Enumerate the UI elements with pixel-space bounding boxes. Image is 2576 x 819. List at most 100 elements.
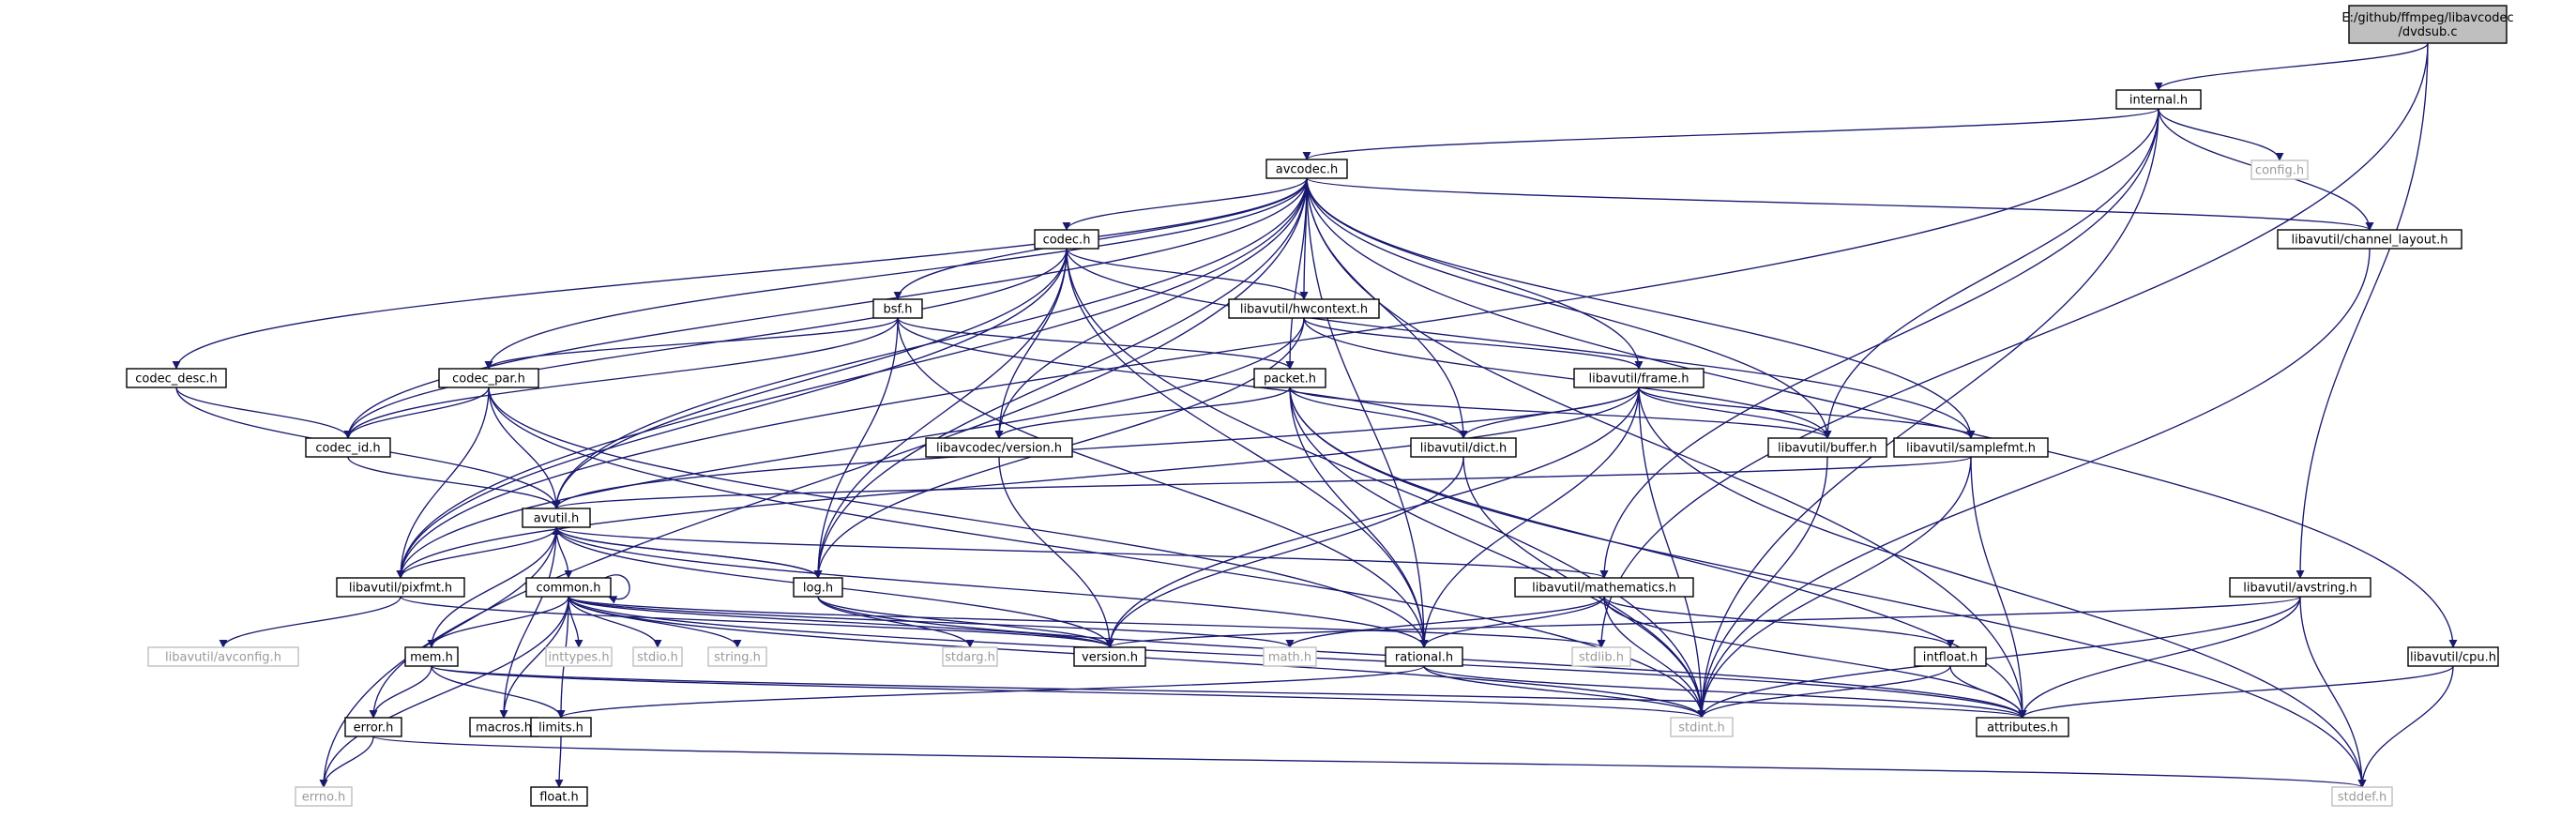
- edge-avutil-to-pixfmt: [396, 526, 557, 579]
- node-hwcontext-box: [1228, 298, 1380, 319]
- edge-internal-to-config: [2158, 108, 2284, 161]
- node-codec-box: [1034, 229, 1099, 250]
- node-string-label: string.h: [714, 651, 761, 665]
- edge-packet-to-attributes: [1289, 387, 2027, 719]
- node-internal[interactable]: internal.h: [2115, 89, 2202, 110]
- node-math-box: [1263, 646, 1317, 667]
- node-pixfmt-box: [336, 577, 465, 598]
- node-stdlib-box: [1571, 646, 1631, 667]
- node-avconfig-label: libavutil/avconfig.h: [165, 651, 281, 665]
- edge-mathematics-to-rational: [1419, 596, 1605, 648]
- edge-samplefmt-to-attributes: [1970, 456, 2027, 719]
- edge-buffer-to-stdint: [1697, 456, 1828, 719]
- edge-packet-to-stddef: [1289, 387, 2367, 788]
- node-log[interactable]: log.h: [793, 577, 843, 598]
- node-stdarg-box: [942, 646, 998, 667]
- edge-avcodec-to-codec: [1062, 177, 1308, 231]
- edge-error-to-stddef: [372, 736, 2366, 788]
- node-pixfmt[interactable]: libavutil/pixfmt.h: [336, 577, 465, 598]
- edge-avcodec-to-codecdesc: [172, 177, 1308, 370]
- node-packet[interactable]: packet.h: [1253, 368, 1326, 388]
- node-frame-box: [1573, 368, 1705, 388]
- node-codecdesc-label: codec_desc.h: [135, 372, 218, 387]
- node-common[interactable]: common.h: [525, 577, 612, 598]
- edge-packet-to-buffer: [1289, 387, 1832, 439]
- node-config: config.h: [2250, 159, 2309, 180]
- node-chlayout[interactable]: libavutil/channel_layout.h: [2277, 229, 2462, 250]
- edge-mem-to-stdint: [431, 665, 1706, 719]
- edge-avcodec-to-codecid: [343, 177, 1308, 439]
- node-avutil[interactable]: avutil.h: [522, 508, 591, 528]
- node-errno-box: [295, 786, 353, 807]
- node-avcversion[interactable]: libavcodec/version.h: [925, 437, 1073, 458]
- node-hwcontext[interactable]: libavutil/hwcontext.h: [1228, 298, 1380, 319]
- node-limits-box: [530, 717, 592, 737]
- node-string-box: [707, 646, 767, 667]
- node-avcodec[interactable]: avcodec.h: [1265, 159, 1348, 179]
- node-dict[interactable]: libavutil/dict.h: [1410, 437, 1517, 458]
- node-avstring[interactable]: libavutil/avstring.h: [2229, 577, 2371, 598]
- node-root[interactable]: E:/github/ffmpeg/libavcodec/dvdsub.c: [2341, 5, 2514, 44]
- node-root-label: /dvdsub.c: [2398, 25, 2457, 39]
- edge-log-to-stdarg: [817, 596, 975, 648]
- node-stdlib: stdlib.h: [1571, 646, 1631, 667]
- edge-internal-to-stdint: [1697, 108, 2159, 719]
- node-avstring-box: [2229, 577, 2371, 598]
- node-float-box: [530, 786, 588, 807]
- node-stdio-label: stdio.h: [637, 651, 678, 665]
- edge-bsf-to-rational: [897, 317, 1429, 648]
- node-avconfig-box: [147, 646, 299, 667]
- node-mem[interactable]: mem.h: [404, 646, 459, 667]
- node-rational[interactable]: rational.h: [1385, 646, 1463, 667]
- edge-mem-to-attributes: [431, 665, 2026, 719]
- node-version[interactable]: version.h: [1073, 646, 1146, 667]
- node-intfloat-label: intfloat.h: [1923, 651, 1978, 665]
- node-cpu-label: libavutil/cpu.h: [2410, 651, 2496, 665]
- edge-rational-to-stdint: [1423, 665, 1706, 719]
- edge-samplefmt-to-stdint: [1697, 456, 1972, 719]
- edge-avcodec-to-avcversion: [994, 177, 1308, 439]
- node-codecid[interactable]: codec_id.h: [305, 437, 391, 458]
- node-common-box: [525, 577, 612, 598]
- edge-avstring-to-attributes: [2018, 596, 2301, 719]
- node-avcversion-label: libavcodec/version.h: [936, 442, 1062, 456]
- node-frame[interactable]: libavutil/frame.h: [1573, 368, 1705, 388]
- node-stdio-box: [632, 646, 683, 667]
- edge-avcodec-to-chlayout: [1306, 177, 2374, 231]
- node-float[interactable]: float.h: [530, 786, 588, 807]
- node-avcodec-label: avcodec.h: [1276, 163, 1339, 177]
- edge-packet-to-dict: [1289, 387, 1468, 439]
- node-codecpar[interactable]: codec_par.h: [438, 368, 539, 388]
- node-codecpar-box: [438, 368, 539, 388]
- node-samplefmt[interactable]: libavutil/samplefmt.h: [1893, 437, 2049, 458]
- node-string: string.h: [707, 646, 767, 667]
- node-inttypes-label: inttypes.h: [548, 651, 609, 665]
- node-stdarg-label: stdarg.h: [945, 651, 995, 665]
- node-mathematics[interactable]: libavutil/mathematics.h: [1514, 577, 1694, 598]
- node-macros[interactable]: macros.h: [469, 717, 538, 737]
- node-codecdesc[interactable]: codec_desc.h: [126, 368, 227, 388]
- edge-hwcontext-to-pixfmt: [396, 317, 1305, 579]
- node-log-label: log.h: [803, 582, 833, 596]
- node-error[interactable]: error.h: [344, 717, 402, 737]
- edge-common-to-stdio: [568, 596, 662, 648]
- node-limits[interactable]: limits.h: [530, 717, 592, 737]
- node-inttypes-box: [545, 646, 613, 667]
- node-stddef: stddef.h: [2331, 786, 2393, 807]
- node-stdlib-label: stdlib.h: [1579, 651, 1624, 665]
- node-buffer[interactable]: libavutil/buffer.h: [1767, 437, 1887, 458]
- edge-mem-to-avutil: [431, 526, 561, 648]
- edge-chlayout-to-stdint: [1697, 248, 2371, 719]
- node-internal-box: [2115, 89, 2202, 110]
- node-attributes[interactable]: attributes.h: [1976, 717, 2069, 737]
- node-codec[interactable]: codec.h: [1034, 229, 1099, 250]
- node-intfloat[interactable]: intfloat.h: [1914, 646, 1987, 667]
- node-cpu[interactable]: libavutil/cpu.h: [2407, 646, 2499, 667]
- node-bsf[interactable]: bsf.h: [872, 298, 923, 319]
- node-internal-label: internal.h: [2129, 94, 2188, 108]
- node-samplefmt-box: [1893, 437, 2049, 458]
- node-samplefmt-label: libavutil/samplefmt.h: [1906, 442, 2036, 456]
- edge-bsf-to-codecid: [343, 317, 899, 439]
- node-intfloat-box: [1914, 646, 1987, 667]
